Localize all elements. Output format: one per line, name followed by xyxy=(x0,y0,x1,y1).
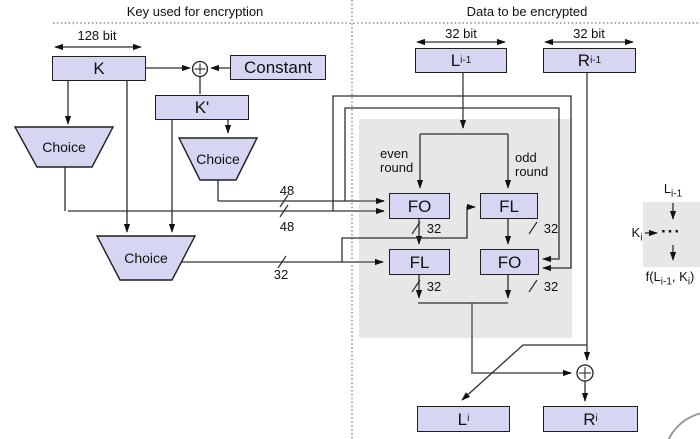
bus32-label: 32 xyxy=(273,267,289,282)
r-input-label: R xyxy=(577,51,591,70)
mini-dots: ··· xyxy=(661,222,681,241)
mini-output-label: f(Li-1, Ki) xyxy=(645,269,695,288)
choice-middle-trapezoid xyxy=(177,137,259,181)
w32-bottom-right-label: 32 xyxy=(543,279,559,294)
l-output-label: L xyxy=(457,409,468,429)
w32-top-right-label: 32 xyxy=(543,221,559,236)
section-title-data: Data to be encrypted xyxy=(466,4,588,19)
w32-top-left-label: 32 xyxy=(426,221,442,236)
constant-box-label: Constant xyxy=(243,58,313,77)
section-title-key: Key used for encryption xyxy=(126,4,264,19)
choice-upper-trapezoid xyxy=(13,126,115,168)
even-round-label: even round xyxy=(380,146,414,176)
choice-lower-label: Choice xyxy=(124,250,168,266)
r-output-label: R xyxy=(583,409,596,429)
fo-top-label: FO xyxy=(407,196,432,216)
k-box: K xyxy=(52,56,146,81)
k-box-label: K xyxy=(93,59,105,78)
bus48-upper-label: 48 xyxy=(279,183,295,198)
fl-bottom-label: FL xyxy=(409,252,430,272)
fl-top-box: FL xyxy=(480,193,538,219)
k-prime-box-label: K' xyxy=(194,98,210,117)
fo-bottom-box: FO xyxy=(480,249,539,275)
choice-middle-label: Choice xyxy=(196,151,240,167)
data-bus-wires xyxy=(459,73,591,377)
r-input-subscript: i-1 xyxy=(590,54,602,66)
w32-bottom-left-label: 32 xyxy=(426,279,442,294)
r-width-label: 32 bit xyxy=(573,26,605,41)
xor-key-constant xyxy=(191,60,209,78)
mini-key-label: Ki xyxy=(631,225,643,244)
xor-round-output xyxy=(576,364,594,382)
r-output-subscript: i xyxy=(595,413,598,424)
connector-wires xyxy=(64,64,589,402)
corner-arc-decoration xyxy=(667,412,700,439)
bus-width-ticks xyxy=(277,194,538,293)
k-prime-box: K' xyxy=(155,95,249,120)
width-dimension-arrows xyxy=(54,38,634,51)
choice-upper-label: Choice xyxy=(42,139,86,155)
l-input-subscript: i-1 xyxy=(460,54,472,66)
l-input-label: L xyxy=(450,51,461,70)
fo-top-box: FO xyxy=(389,193,450,219)
round-function-panel xyxy=(359,119,572,338)
key-width-label: 128 bit xyxy=(77,28,117,43)
fo-bottom-label: FO xyxy=(497,252,522,272)
mini-input-label: Li-1 xyxy=(663,181,683,200)
fl-top-label: FL xyxy=(499,196,519,216)
bus48-lower-label: 48 xyxy=(279,219,295,234)
odd-round-label: odd round xyxy=(515,150,549,180)
choice-lower-trapezoid xyxy=(95,235,197,281)
mini-diagram-arrows xyxy=(645,203,677,261)
l-output-subscript: i xyxy=(467,413,470,424)
constant-box: Constant xyxy=(230,55,326,80)
fl-bottom-box: FL xyxy=(389,249,450,275)
l-width-label: 32 bit xyxy=(445,26,477,41)
